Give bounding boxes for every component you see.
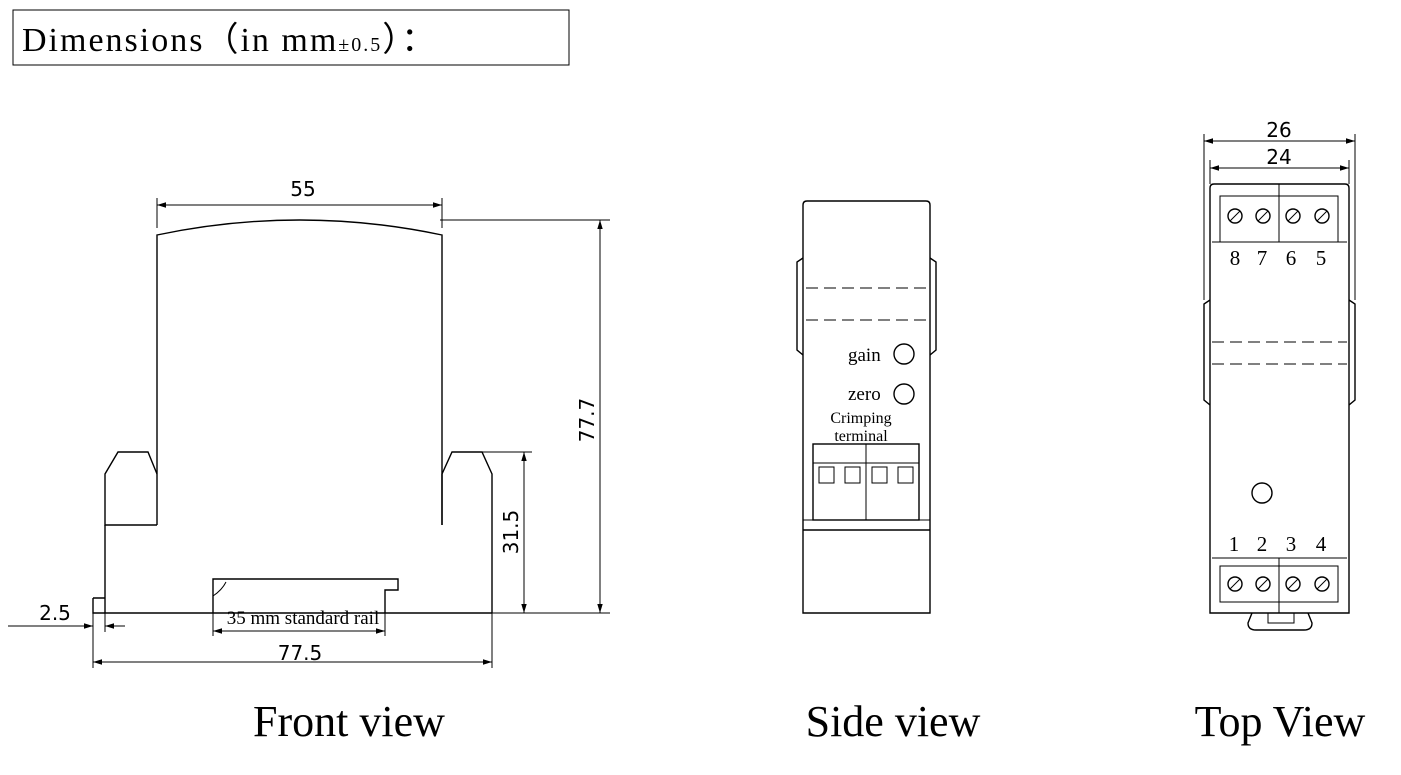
terminal-num-3: 3: [1286, 532, 1297, 556]
dim-front-31-5: 31.5: [499, 510, 523, 555]
top-terminal-block-upper: [1212, 184, 1347, 243]
terminal-num-4: 4: [1316, 532, 1327, 556]
gain-potentiometer-icon: [893, 343, 915, 365]
dim-top-24: 24: [1266, 145, 1291, 169]
svg-text:Dimensions（in mm±0.5）：: Dimensions（in mm±0.5）：: [22, 21, 437, 59]
dim-top-26: 26: [1266, 118, 1291, 142]
front-left-stub: [92, 597, 105, 614]
side-terminal-block: [812, 443, 920, 521]
top-body-outline: [1209, 183, 1350, 614]
front-body-outline: [156, 219, 443, 525]
rail-label: 35 mm standard rail: [227, 608, 380, 629]
side-view-caption: Side view: [806, 697, 981, 746]
zero-potentiometer-icon: [893, 383, 915, 405]
title-suffix: ）：: [382, 21, 437, 59]
dim-front-2-5: 2.5: [39, 601, 71, 625]
front-base: [104, 525, 492, 614]
terminal-num-7: 7: [1257, 246, 1268, 270]
top-indicator-icon: [1251, 482, 1273, 504]
terminal-num-2: 2: [1257, 532, 1268, 556]
terminal-num-8: 8: [1230, 246, 1241, 270]
title-main: Dimensions（in mm: [22, 21, 338, 59]
terminal-num-6: 6: [1286, 246, 1297, 270]
terminal-num-5: 5: [1316, 246, 1327, 270]
top-right-bulge: [1348, 299, 1356, 406]
top-bottom-latch: [1247, 612, 1313, 631]
front-view: 55 77.7 31.5 77.5 2.5 35 mm standard rai…: [8, 177, 610, 746]
side-left-clip: [796, 257, 804, 356]
front-left-clip: [104, 451, 158, 526]
side-view: gain zero Crimping terminal Side view: [796, 200, 981, 746]
side-zero-label: zero: [848, 384, 881, 405]
front-rail: [212, 578, 399, 613]
dim-front-77-5: 77.5: [278, 641, 323, 665]
side-right-clip: [929, 257, 937, 356]
top-view: 8 7 6 5 1 2 3 4 26 24: [1195, 118, 1366, 746]
front-rail-hook: [212, 581, 227, 597]
top-view-caption: Top View: [1195, 697, 1366, 746]
side-gain-label: gain: [848, 345, 881, 366]
dim-front-55: 55: [290, 177, 315, 201]
side-body-outline: [802, 200, 931, 614]
title-tolerance: ±0.5: [338, 34, 382, 56]
side-terminal-label-2: terminal: [834, 428, 888, 445]
front-view-caption: Front view: [253, 697, 445, 746]
side-terminal-label-1: Crimping: [830, 410, 891, 427]
title-box: Dimensions（in mm±0.5）：: [12, 9, 570, 66]
top-left-bulge: [1203, 299, 1211, 406]
terminal-num-1: 1: [1229, 532, 1240, 556]
dim-front-77-7: 77.7: [575, 398, 599, 443]
front-right-clip: [441, 451, 493, 613]
top-terminal-block-lower: [1212, 557, 1347, 613]
